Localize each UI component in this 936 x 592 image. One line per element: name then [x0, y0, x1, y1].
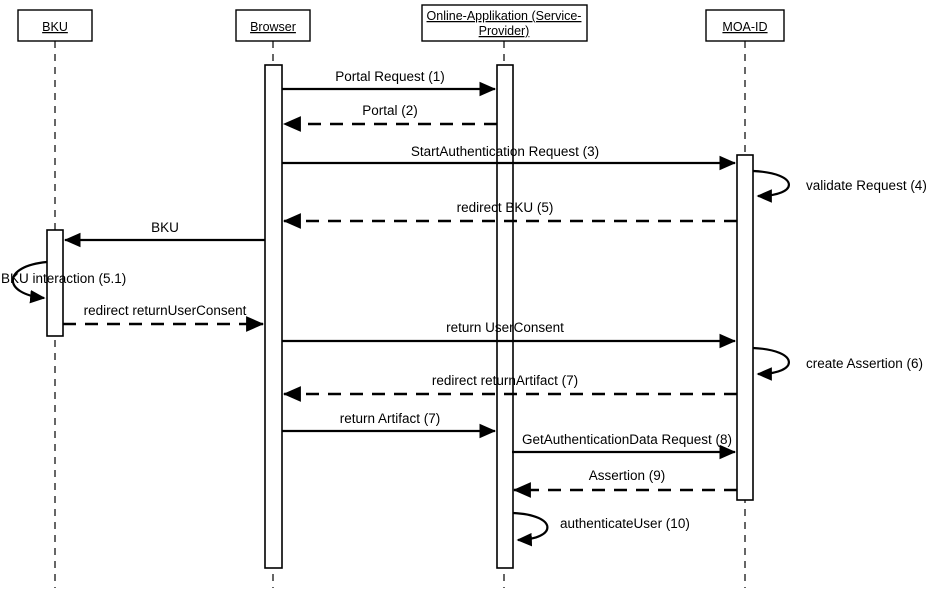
- participant-label-moa-id: MOA-ID: [722, 20, 767, 34]
- message-redirect-return-artifact[interactable]: redirect returnArtifact (7): [282, 373, 737, 402]
- message-redirect-bku[interactable]: redirect BKU (5): [282, 200, 737, 229]
- participant-browser[interactable]: Browser: [235, 9, 311, 42]
- message-label-redirect-bku: redirect BKU (5): [457, 200, 554, 215]
- message-authenticate-user[interactable]: authenticateUser (10): [512, 511, 690, 547]
- participant-label-bku: BKU: [42, 20, 68, 34]
- participant-label-online-applikation-line1: Online-Applikation (Service-: [427, 9, 582, 23]
- message-arrow-authenticate-user[interactable]: [512, 511, 549, 547]
- participant-moa-id[interactable]: MOA-ID: [705, 9, 785, 42]
- message-label-bku-interaction: BKU interaction (5.1): [1, 271, 126, 286]
- message-return-user-consent[interactable]: return UserConsent: [282, 320, 736, 349]
- activation-bars-group: [46, 64, 754, 569]
- message-assertion[interactable]: Assertion (9): [512, 468, 737, 498]
- message-label-validate-request: validate Request (4): [806, 178, 927, 193]
- message-label-redirect-return-artifact: redirect returnArtifact (7): [432, 373, 578, 388]
- participant-box-online-applikation[interactable]: [421, 4, 588, 42]
- message-label-portal: Portal (2): [362, 103, 418, 118]
- message-arrow-validate-request[interactable]: [752, 169, 790, 203]
- participant-box-bku[interactable]: [17, 9, 93, 42]
- message-get-authentication-data-request[interactable]: GetAuthenticationData Request (8): [512, 432, 736, 460]
- participant-bku[interactable]: BKU: [17, 9, 93, 42]
- message-bku-interaction[interactable]: BKU interaction (5.1): [1, 260, 126, 304]
- activation-bar-bku[interactable]: [46, 229, 64, 337]
- message-redirect-return-user-consent[interactable]: redirect returnUserConsent: [63, 303, 265, 332]
- message-start-authentication-request[interactable]: StartAuthentication Request (3): [282, 144, 736, 171]
- activation-bar-online-applikation[interactable]: [496, 64, 514, 569]
- message-label-assertion: Assertion (9): [589, 468, 666, 483]
- message-label-get-authentication-data-request: GetAuthenticationData Request (8): [522, 432, 732, 447]
- activation-bar-browser[interactable]: [264, 64, 283, 569]
- message-label-redirect-return-user-consent: redirect returnUserConsent: [84, 303, 247, 318]
- message-label-portal-request: Portal Request (1): [335, 69, 445, 84]
- message-label-bku: BKU: [151, 220, 179, 235]
- participant-label-browser: Browser: [250, 20, 296, 34]
- message-arrow-bku-interaction[interactable]: [11, 260, 48, 304]
- participant-label-online-applikation-line2: Provider): [479, 24, 530, 38]
- message-label-return-user-consent: return UserConsent: [446, 320, 564, 335]
- participant-box-browser[interactable]: [235, 9, 311, 42]
- activation-bar-moa-id[interactable]: [736, 154, 754, 501]
- message-validate-request[interactable]: validate Request (4): [752, 169, 927, 203]
- message-arrow-create-assertion[interactable]: [752, 346, 790, 381]
- participant-online-applikation[interactable]: Online-Applikation (Service- Provider): [421, 4, 588, 42]
- participant-box-moa-id[interactable]: [705, 9, 785, 42]
- message-label-start-authentication-request: StartAuthentication Request (3): [411, 144, 599, 159]
- message-create-assertion[interactable]: create Assertion (6): [752, 346, 923, 381]
- message-bku[interactable]: BKU: [64, 220, 265, 248]
- message-label-return-artifact: return Artifact (7): [340, 411, 441, 426]
- message-label-create-assertion: create Assertion (6): [806, 356, 923, 371]
- message-portal[interactable]: Portal (2): [282, 103, 497, 132]
- message-return-artifact[interactable]: return Artifact (7): [282, 411, 496, 439]
- message-label-authenticate-user: authenticateUser (10): [560, 516, 690, 531]
- message-portal-request[interactable]: Portal Request (1): [282, 69, 496, 97]
